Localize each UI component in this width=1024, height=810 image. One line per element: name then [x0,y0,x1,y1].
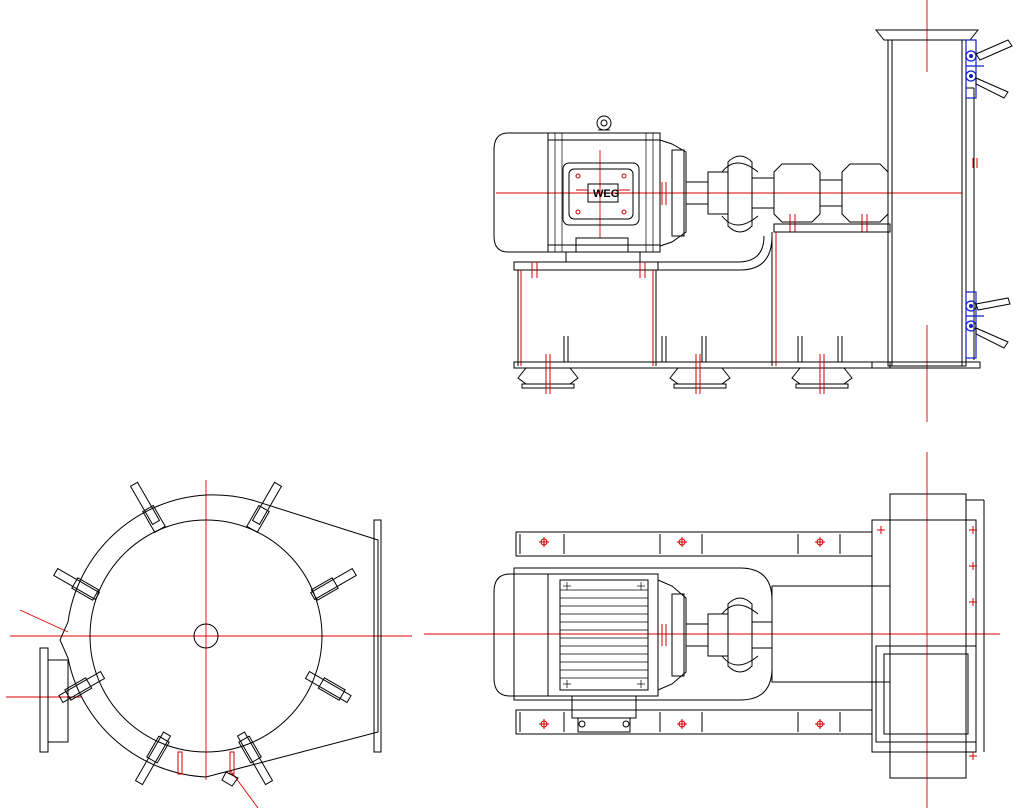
fan-housing-top [871,493,985,779]
scroll-housing [59,494,379,778]
top-centerlines [424,452,1000,808]
front-centerlines [6,480,412,809]
vibration-mount-3 [791,354,853,394]
motor-side: WEG [493,115,709,263]
bearing-housing-right [841,163,889,232]
vibration-mount-2 [669,354,731,394]
discharge-flange [373,519,382,753]
side-elevation-view: WEG [493,0,1013,422]
base-rail-bottom [515,709,873,735]
fan-housing-side [871,29,981,369]
base-rail-ribs [519,534,841,732]
impeller-hub [193,623,219,649]
base-rail-top [515,531,873,557]
bearing-housing-left [773,163,843,232]
blue-clamp-bottom [965,291,1011,359]
motor-top [493,573,709,733]
impeller-circle [89,519,323,753]
blue-clamp-top [965,39,1013,99]
coupling-side [707,155,775,233]
front-view [6,480,412,809]
side-centerlines [496,0,962,422]
top-view [424,452,1000,808]
motor-logo: WEG [593,188,619,200]
inlet-flange [39,647,49,753]
front-clamps [53,481,357,787]
vibration-mount-1 [517,354,579,394]
coupling-top [707,597,773,673]
